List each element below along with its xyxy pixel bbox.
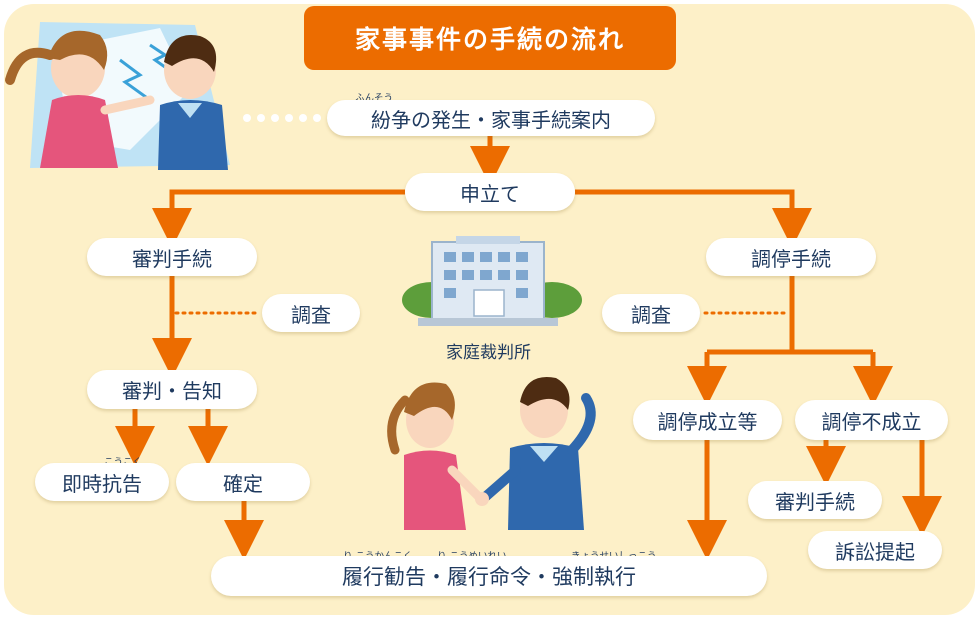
node-conciliation-failure: 調停不成立 <box>795 400 948 440</box>
node-judgment-notice: 審判・告知 <box>87 370 257 409</box>
arrow-petition-judgment <box>152 189 405 248</box>
node-judgment-procedure-2: 審判手続 <box>748 481 882 519</box>
node-judgment-procedure: 審判手続 <box>87 238 257 276</box>
node-immediate-appeal: 即時抗告 <box>35 463 169 501</box>
handshake-couple-illustration <box>387 377 596 530</box>
node-dispute: 紛争の発生・家事手続案内 <box>327 100 655 136</box>
node-lawsuit: 訴訟提起 <box>808 531 942 569</box>
node-petition: 申立て <box>405 173 575 211</box>
ruby-dispute: ふんそう <box>355 93 394 104</box>
node-conciliation-procedure: 調停手続 <box>706 238 876 276</box>
node-enforcement: 履行勧告・履行命令・強制執行 <box>211 556 767 596</box>
arrow-petition-conciliation <box>575 189 812 248</box>
node-finalized: 確定 <box>176 463 310 501</box>
arguing-couple-illustration <box>5 22 230 170</box>
node-conciliation-success: 調停成立等 <box>633 400 782 440</box>
node-investigation-left: 調査 <box>262 294 360 332</box>
court-building-icon <box>402 236 582 326</box>
court-label: 家庭裁判所 <box>446 343 531 363</box>
page-title: 家事事件の手続の流れ <box>304 6 676 70</box>
node-investigation-right: 調査 <box>602 294 700 332</box>
ruby-immediate-appeal: こうこく <box>104 454 142 468</box>
